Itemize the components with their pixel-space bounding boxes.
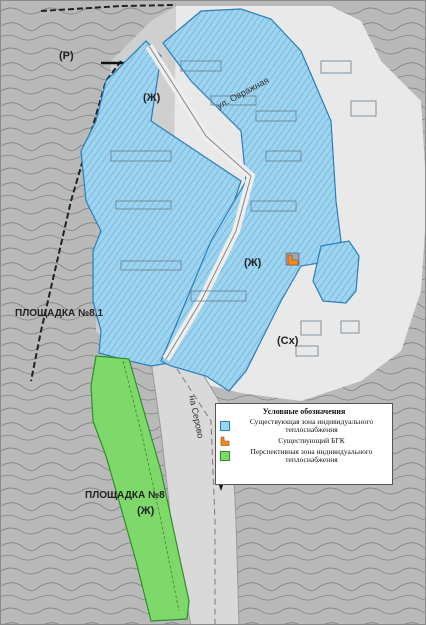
zone-label-zh-north: (Ж) xyxy=(143,92,161,104)
zone-label-zh-center: (Ж) xyxy=(244,257,262,269)
zone-label-zh-south: (Ж) xyxy=(137,505,155,517)
bgk-marker xyxy=(285,252,300,266)
legend-item-existing-zone: Существующая зона индивидуального теплос… xyxy=(220,418,388,434)
building-blocks xyxy=(110,60,377,357)
existing-zone-east-small xyxy=(312,240,360,304)
legend-item-label: Существующая зона индивидуального теплос… xyxy=(249,417,374,434)
planned-zone-inner-road xyxy=(122,360,180,612)
internal-road-edge xyxy=(148,45,252,360)
blue-hatched-swatch-icon xyxy=(220,421,230,431)
legend-title: Условные обозначения xyxy=(262,407,346,416)
boiler-icon xyxy=(220,436,230,446)
legend-item-planned-zone: Перспективная зона индивидуального тепло… xyxy=(220,448,388,464)
site-label-8-1: ПЛОЩАДКА №8.1 xyxy=(15,308,103,319)
site-label-8: ПЛОЩАДКА №8 xyxy=(85,490,165,501)
planned-zone-green xyxy=(90,355,190,622)
map-legend: Условные обозначения Существующая зона и… xyxy=(215,403,393,485)
green-swatch-icon xyxy=(220,451,230,461)
settlement-boundary xyxy=(30,4,177,382)
legend-item-label: Существующий БГК xyxy=(278,436,345,445)
legend-item-bgk: Существующий БГК xyxy=(220,436,388,446)
zone-label-r: (Р) xyxy=(59,50,74,62)
zone-label-sx: (Сх) xyxy=(277,335,299,347)
highway-centerline xyxy=(176,368,216,624)
legend-item-label: Перспективная зона индивидуального тепло… xyxy=(250,447,373,464)
